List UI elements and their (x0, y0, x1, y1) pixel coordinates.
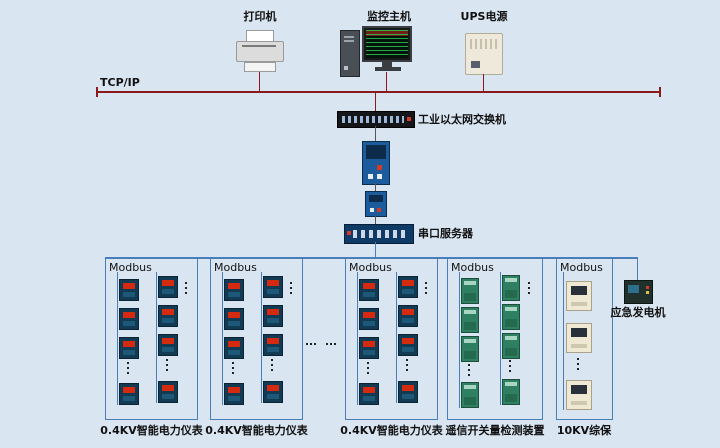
ups-icon (465, 33, 503, 75)
power-meter-icon (119, 308, 139, 330)
group3-bus-line-a (357, 272, 358, 405)
power-meter-icon (263, 276, 283, 298)
protection-relay-icon (566, 323, 592, 353)
group1-bus-line-a (117, 272, 118, 405)
group2-caption: 0.4KV智能电力仪表 (205, 424, 308, 437)
power-meter-icon (359, 383, 379, 405)
group1-bus-line-b (156, 272, 157, 403)
ellipsis-dots (232, 362, 234, 364)
group3-bus-line-b (396, 272, 397, 403)
group5-bus-line (563, 272, 564, 410)
ellipsis-dots (306, 343, 308, 345)
power-meter-icon (158, 305, 178, 327)
ethernet-switch-icon (337, 111, 415, 128)
power-meter-icon (398, 381, 418, 403)
ellipsis-dots (406, 359, 408, 361)
ellipsis-dots (468, 364, 470, 366)
power-meter-icon (359, 279, 379, 301)
ellipsis-dots (425, 282, 427, 284)
tcpip-bus-left-tick (96, 87, 98, 97)
modbus-label-2: Modbus (214, 261, 257, 274)
io-module-icon (461, 307, 479, 333)
modbus-group-3 (345, 257, 438, 420)
power-meter-icon (224, 308, 244, 330)
group2-bus-line-a (222, 272, 223, 405)
printer-drop-line (259, 72, 260, 91)
group4-bus-line-b (500, 272, 501, 405)
ellipsis-dots (367, 362, 369, 364)
modbus-label-1: Modbus (109, 261, 152, 274)
ellipsis-dots (528, 282, 530, 284)
converter-serial-line (375, 215, 376, 224)
io-module-icon (502, 304, 520, 330)
modbus-group-1 (105, 257, 198, 420)
modbus-group-5 (556, 257, 613, 420)
ellipsis-dots (166, 359, 168, 361)
modbus-group-2 (210, 257, 303, 420)
modbus-label-3: Modbus (349, 261, 392, 274)
power-meter-icon (224, 383, 244, 405)
converter-link-line (375, 183, 376, 191)
power-meter-icon (119, 383, 139, 405)
power-meter-icon (398, 305, 418, 327)
io-module-icon (502, 379, 520, 405)
modbus-label-4: Modbus (451, 261, 494, 274)
group2-bus-line-b (261, 272, 262, 403)
tcpip-label: TCP/IP (100, 76, 140, 89)
power-meter-icon (158, 334, 178, 356)
power-meter-icon (263, 305, 283, 327)
power-meter-icon (158, 381, 178, 403)
io-module-icon (461, 382, 479, 408)
printer-label: 打印机 (243, 10, 277, 23)
tcpip-bus-right-tick (659, 87, 661, 97)
group5-caption: 10KV综保 (556, 424, 612, 437)
group4-caption: 遥信开关量检测装置 (445, 424, 545, 437)
group3-caption: 0.4KV智能电力仪表 (340, 424, 443, 437)
host-drop-line (386, 72, 387, 91)
power-meter-icon (359, 337, 379, 359)
switch-converter-line (375, 126, 376, 141)
power-meter-icon (158, 276, 178, 298)
switch-uplink-line (375, 93, 376, 111)
group4-bus-line-a (459, 272, 460, 408)
power-meter-icon (359, 308, 379, 330)
power-meter-icon (119, 337, 139, 359)
protocol-converter-icon (365, 191, 387, 217)
power-meter-icon (224, 337, 244, 359)
ups-drop-line (483, 74, 484, 91)
media-converter-icon (362, 141, 390, 185)
ellipsis-dots (271, 359, 273, 361)
group1-caption: 0.4KV智能电力仪表 (100, 424, 203, 437)
emergency-generator-icon (624, 280, 653, 304)
ellipsis-dots (127, 362, 129, 364)
generator-drop-line (637, 258, 638, 280)
ethernet-switch-label: 工业以太网交换机 (418, 113, 506, 126)
ellipsis-dots (290, 282, 292, 284)
modbus-label-5: Modbus (560, 261, 603, 274)
serial-server-label: 串口服务器 (418, 227, 473, 240)
power-meter-icon (263, 381, 283, 403)
modbus-group-4 (447, 257, 543, 420)
io-module-icon (461, 336, 479, 362)
ellipsis-dots (509, 360, 511, 362)
monitor-host-label: 监控主机 (367, 10, 411, 23)
serial-bus-drop-line (375, 242, 376, 258)
protection-relay-icon (566, 281, 592, 311)
serial-server-icon (344, 224, 414, 244)
power-meter-icon (398, 276, 418, 298)
power-meter-icon (263, 334, 283, 356)
protection-relay-icon (566, 380, 592, 410)
io-module-icon (502, 275, 520, 301)
tcpip-bus-line (97, 91, 660, 93)
power-meter-icon (119, 279, 139, 301)
power-meter-icon (224, 279, 244, 301)
ups-label: UPS电源 (460, 10, 508, 23)
modbus-bus-line (105, 257, 638, 259)
power-meter-icon (398, 334, 418, 356)
ellipsis-dots (577, 358, 579, 360)
emergency-generator-label: 应急发电机 (610, 306, 666, 319)
io-module-icon (461, 278, 479, 304)
io-module-icon (502, 333, 520, 359)
ellipsis-dots (185, 282, 187, 284)
